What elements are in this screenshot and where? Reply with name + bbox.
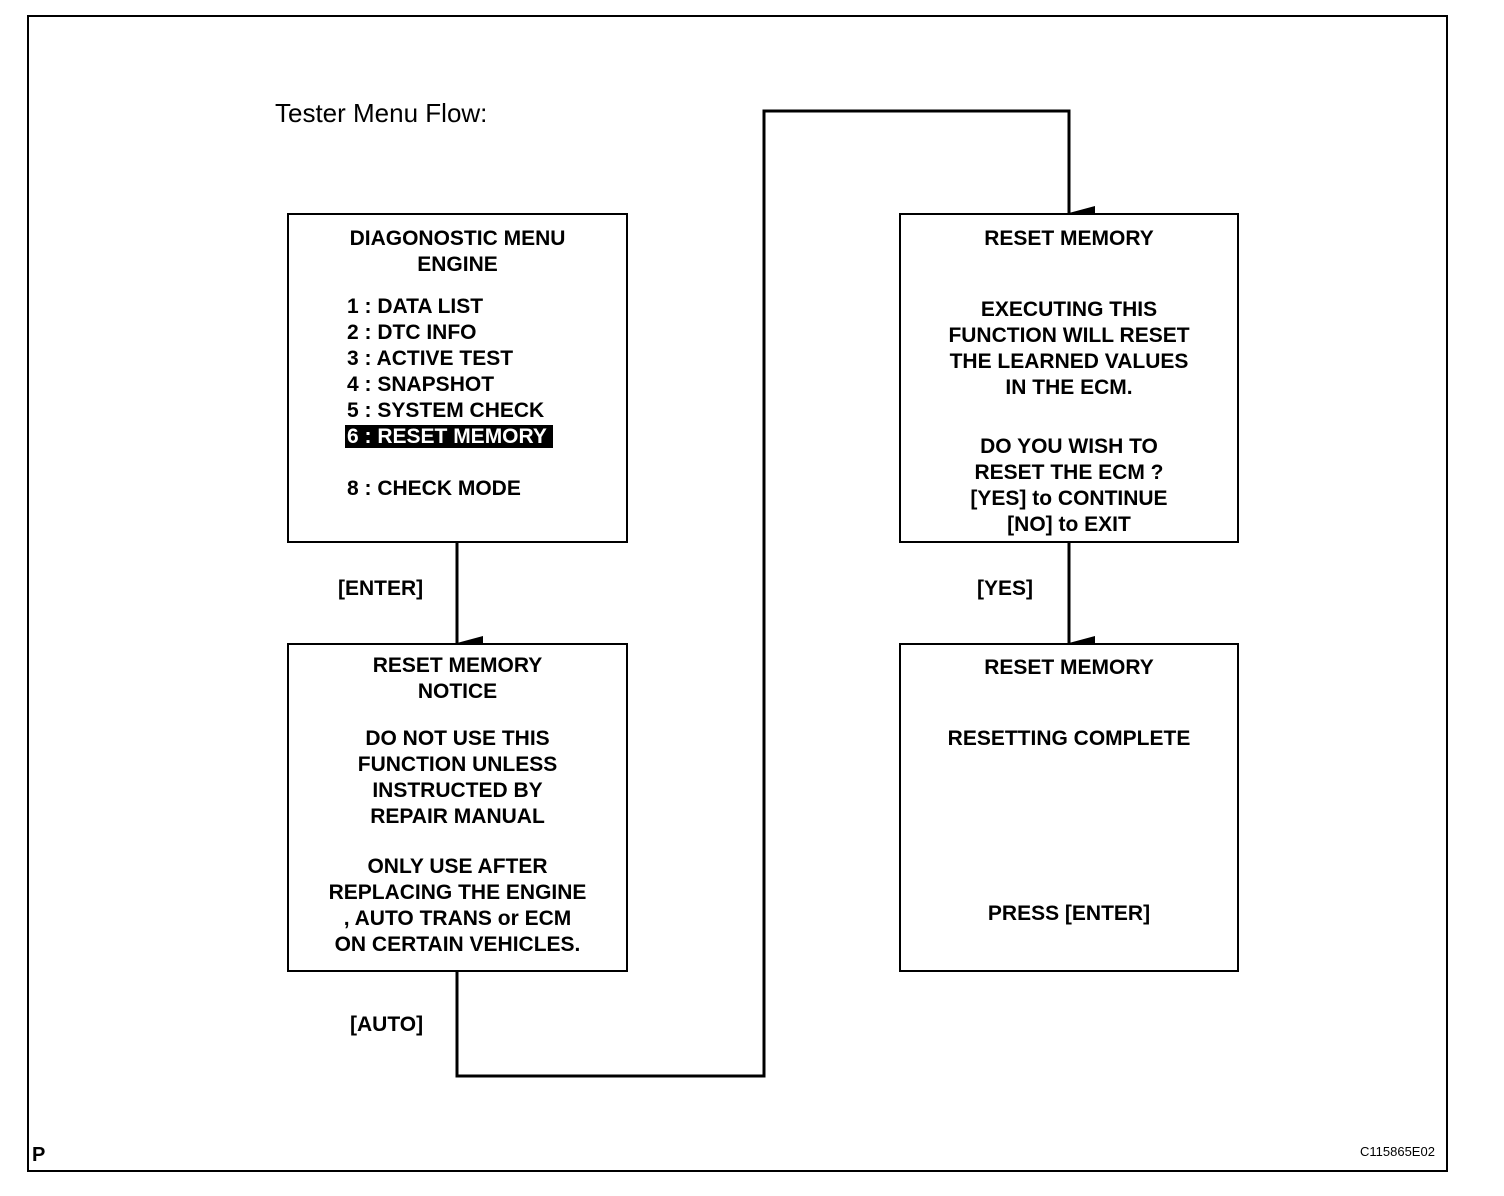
notice-warning-line2: FUNCTION UNLESS — [357, 753, 558, 776]
confirm-info-line2: FUNCTION WILL RESET — [948, 324, 1190, 347]
diagnostic-menu-screen: DIAGONOSTIC MENU ENGINE 1 : DATA LIST 2 … — [287, 213, 628, 543]
complete-heading: RESET MEMORY — [984, 656, 1154, 679]
menu-item-snapshot[interactable]: 4 : SNAPSHOT — [347, 373, 495, 396]
figure-title: Tester Menu Flow: — [275, 98, 488, 128]
reset-memory-complete-screen: RESET MEMORY RESETTING COMPLETE PRESS [E… — [899, 643, 1239, 972]
confirm-info-line1: EXECUTING THIS — [980, 298, 1158, 321]
complete-status: RESETTING COMPLETE — [947, 727, 1191, 750]
reset-memory-confirm-screen: RESET MEMORY EXECUTING THIS FUNCTION WIL… — [899, 213, 1239, 543]
confirm-question-line1: DO YOU WISH TO — [980, 435, 1158, 458]
press-enter-prompt[interactable]: PRESS [ENTER] — [987, 902, 1151, 925]
yes-key-label: [YES] — [977, 577, 1034, 600]
corner-letter: P — [32, 1144, 46, 1166]
notice-warning-line1: DO NOT USE THIS — [365, 727, 550, 750]
notice-usage-line2: REPLACING THE ENGINE — [328, 881, 587, 904]
confirm-info-line3: THE LEARNED VALUES — [949, 350, 1189, 373]
menu-item-active-test[interactable]: 3 : ACTIVE TEST — [347, 347, 514, 370]
enter-key-label: [ENTER] — [338, 577, 424, 600]
menu-item-check-mode[interactable]: 8 : CHECK MODE — [347, 477, 521, 500]
confirm-info-line4: IN THE ECM. — [1005, 376, 1133, 399]
notice-warning-line4: REPAIR MANUAL — [370, 805, 545, 828]
figure-frame — [27, 15, 1448, 1172]
reset-memory-notice-screen: RESET MEMORY NOTICE DO NOT USE THIS FUNC… — [287, 643, 628, 972]
diagnostic-menu-list: 1 : DATA LIST 2 : DTC INFO 3 : ACTIVE TE… — [345, 294, 553, 502]
menu-item-dtc-info[interactable]: 2 : DTC INFO — [347, 321, 477, 344]
notice-warning-line3: INSTRUCTED BY — [372, 779, 543, 802]
menu-item-blank — [347, 450, 553, 476]
notice-usage-line3: , AUTO TRANS or ECM — [343, 907, 572, 930]
notice-heading-line1: RESET MEMORY — [372, 654, 543, 677]
notice-usage-line1: ONLY USE AFTER — [367, 855, 548, 878]
menu-item-data-list[interactable]: 1 : DATA LIST — [347, 295, 484, 318]
notice-heading-line2: NOTICE — [417, 680, 498, 703]
figure-code: C115865E02 — [1360, 1144, 1435, 1159]
auto-key-label: [AUTO] — [350, 1013, 424, 1036]
diagnostic-menu-heading-line1: DIAGONOSTIC MENU — [349, 227, 566, 250]
confirm-no-option[interactable]: [NO] to EXIT — [1007, 513, 1131, 536]
confirm-yes-option[interactable]: [YES] to CONTINUE — [970, 487, 1168, 510]
diagnostic-menu-heading-line2: ENGINE — [417, 253, 498, 276]
menu-item-reset-memory-selected[interactable]: 6 : RESET MEMORY — [345, 425, 553, 448]
arrow-auto-path — [455, 109, 1095, 1078]
notice-usage-line4: ON CERTAIN VEHICLES. — [334, 933, 581, 956]
menu-item-system-check[interactable]: 5 : SYSTEM CHECK — [347, 399, 545, 422]
confirm-heading: RESET MEMORY — [984, 227, 1154, 250]
confirm-question-line2: RESET THE ECM ? — [974, 461, 1164, 484]
